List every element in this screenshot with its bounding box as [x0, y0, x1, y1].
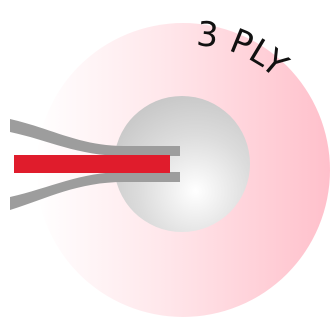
red-strand [14, 155, 170, 173]
